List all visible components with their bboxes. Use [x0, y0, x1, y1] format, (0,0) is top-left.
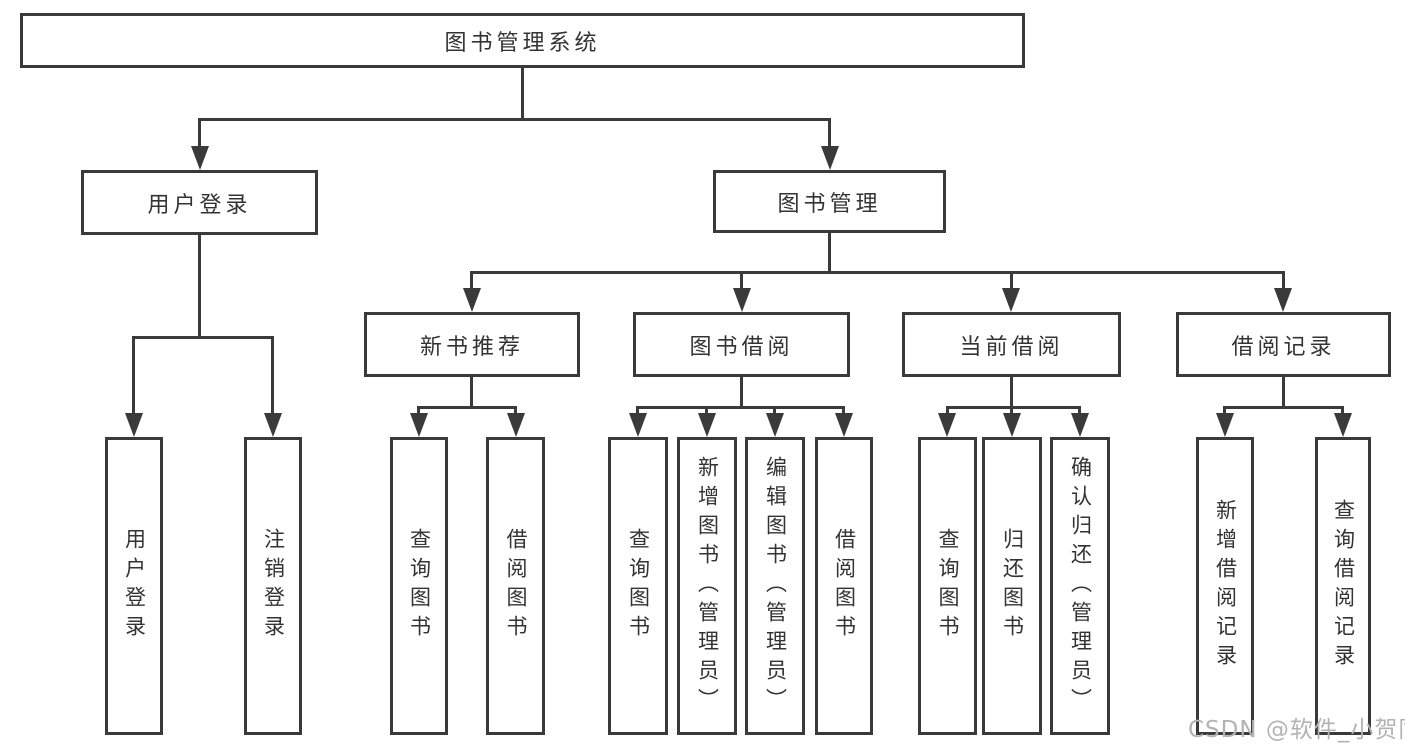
connector-trunk-new-book	[470, 377, 473, 409]
node-user-login: 用户登录	[81, 170, 318, 235]
leaf-add-book-admin: 新增图书（管理员）	[677, 437, 737, 735]
connector-trunk-root	[521, 68, 524, 121]
leaf-label: 查询图书	[936, 528, 960, 644]
leaf-query-book-current: 查询图书	[918, 437, 977, 735]
connector-branch-user-login	[132, 336, 274, 339]
leaf-add-borrow-record: 新增借阅记录	[1196, 437, 1254, 735]
arrow-down-icon	[1274, 288, 1292, 312]
leaf-label: 查询图书	[626, 528, 651, 644]
arrow-down-icon	[125, 413, 143, 437]
connector-trunk-book-mgmt	[828, 233, 831, 274]
leaf-label: 借阅图书	[504, 528, 528, 644]
leaf-label: 查询图书	[407, 528, 432, 644]
connector-trunk-book-borrow	[740, 377, 743, 409]
node-book-borrowing: 图书借阅	[633, 312, 850, 377]
leaf-label: 用户登录	[122, 528, 147, 644]
connector-stem	[1010, 274, 1013, 290]
leaf-label: 查询借阅记录	[1331, 499, 1356, 673]
leaf-query-book-borrowing: 查询图书	[608, 437, 668, 735]
arrow-down-icon	[410, 413, 428, 437]
connector-stem	[470, 274, 473, 290]
node-borrowing-records: 借阅记录	[1176, 312, 1391, 377]
arrow-down-icon	[191, 146, 209, 170]
leaf-label: 归还图书	[1000, 528, 1025, 644]
leaf-label: 借阅图书	[832, 528, 857, 644]
arrow-down-icon	[938, 413, 956, 437]
arrow-down-icon	[821, 146, 839, 170]
arrow-down-icon	[629, 413, 647, 437]
node-root-system: 图书管理系统	[20, 13, 1025, 68]
connector-branch-current-borrow	[946, 406, 1081, 409]
arrow-down-icon	[1334, 413, 1352, 437]
leaf-edit-book-admin: 编辑图书（管理员）	[745, 437, 805, 735]
connector-branch-new-book	[417, 406, 517, 409]
connector-trunk-user-login	[198, 235, 201, 339]
leaf-label: 注销登录	[261, 528, 286, 644]
leaf-label: 新增借阅记录	[1213, 499, 1238, 673]
leaf-query-borrow-record: 查询借阅记录	[1315, 437, 1371, 735]
connector-stem	[271, 339, 274, 415]
node-current-borrowing: 当前借阅	[902, 312, 1121, 377]
leaf-logout: 注销登录	[244, 437, 302, 735]
connector-branch-book-mgmt	[470, 271, 1285, 274]
connector-stem	[132, 339, 135, 415]
arrow-down-icon	[507, 413, 525, 437]
connector-stem	[740, 274, 743, 290]
arrow-down-icon	[1002, 288, 1020, 312]
arrow-down-icon	[1216, 413, 1234, 437]
leaf-label: 新增图书（管理员）	[695, 455, 720, 717]
arrow-down-icon	[766, 413, 784, 437]
leaf-label: 编辑图书（管理员）	[763, 455, 788, 717]
leaf-label: 确认归还（管理员）	[1068, 455, 1093, 717]
connector-branch-level1	[198, 118, 831, 121]
arrow-down-icon	[835, 413, 853, 437]
leaf-confirm-return-admin: 确认归还（管理员）	[1050, 437, 1110, 735]
arrow-down-icon	[264, 413, 282, 437]
connector-stem	[828, 118, 831, 150]
connector-trunk-current-borrow	[1010, 377, 1013, 409]
csdn-watermark: CSDN @软件_小贺同学	[1188, 717, 1405, 743]
connector-stem	[198, 118, 201, 150]
arrow-down-icon	[733, 288, 751, 312]
connector-branch-book-borrow	[636, 406, 845, 409]
connector-branch-borrow-records	[1223, 406, 1344, 409]
arrow-down-icon	[1071, 413, 1089, 437]
node-book-management: 图书管理	[713, 170, 946, 233]
connector-stem	[1282, 274, 1285, 290]
leaf-query-book-recommend: 查询图书	[390, 437, 448, 735]
leaf-borrow-book: 借阅图书	[815, 437, 873, 735]
arrow-down-icon	[698, 413, 716, 437]
connector-trunk-borrow-records	[1282, 377, 1285, 409]
leaf-borrow-book-recommend: 借阅图书	[486, 437, 545, 735]
arrow-down-icon	[463, 288, 481, 312]
arrow-down-icon	[1003, 413, 1021, 437]
leaf-user-login: 用户登录	[105, 437, 163, 735]
node-new-book-recommend: 新书推荐	[364, 312, 580, 377]
leaf-return-book: 归还图书	[982, 437, 1042, 735]
